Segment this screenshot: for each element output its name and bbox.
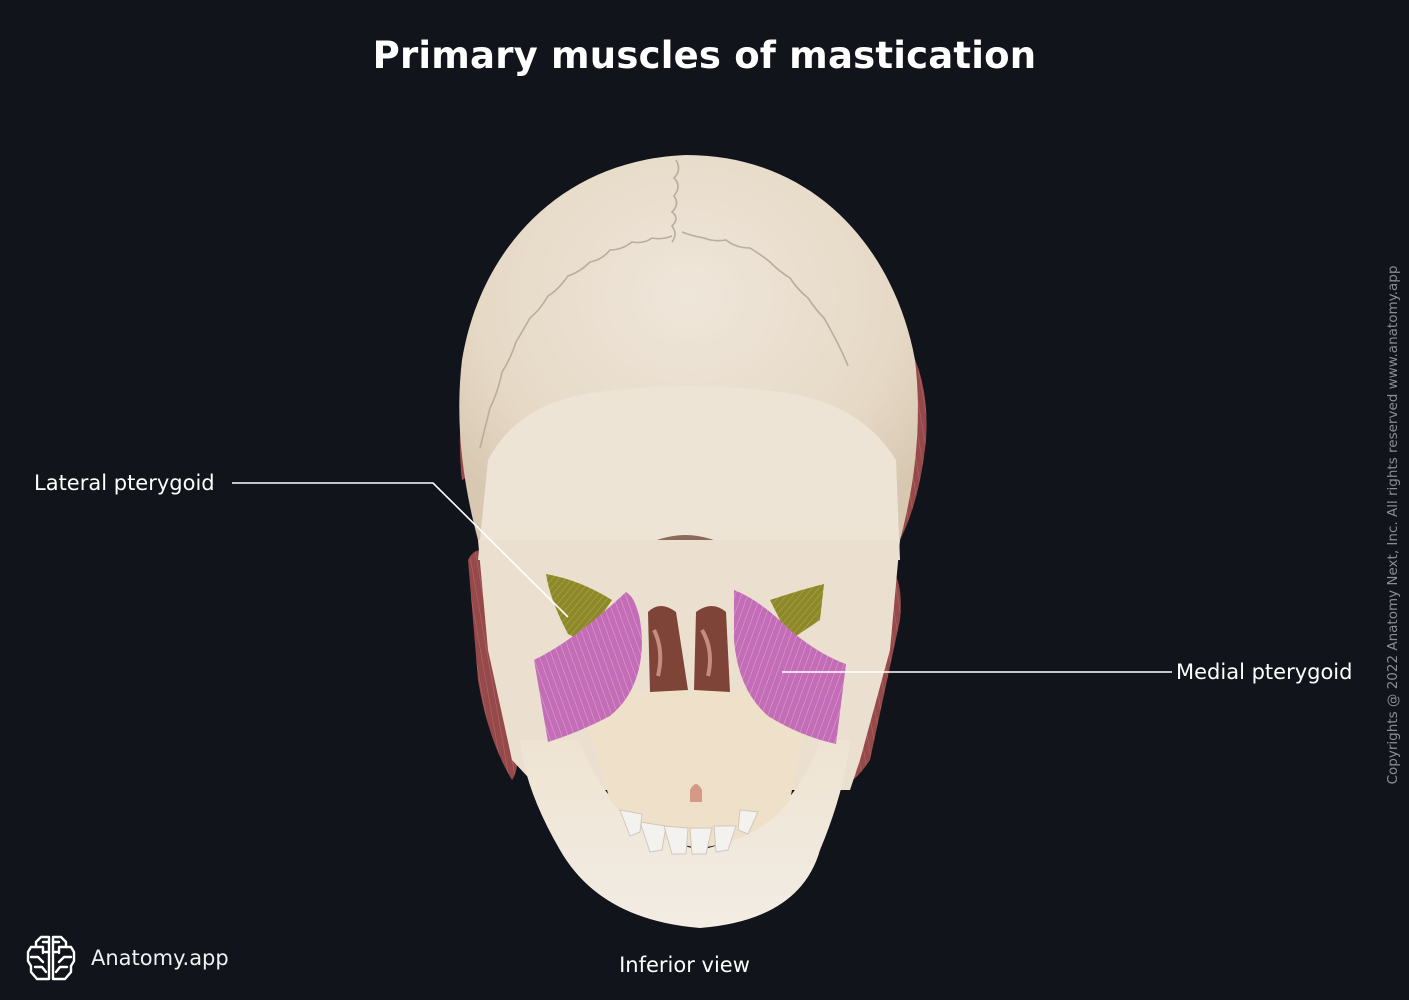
- brand-logo: Anatomy.app: [25, 934, 229, 982]
- view-caption: Inferior view: [619, 953, 750, 977]
- left-medial-pterygoid: [534, 592, 642, 742]
- left-lateral-pterygoid: [546, 574, 612, 640]
- copyright-notice: Copyrights @ 2022 Anatomy Next, Inc. All…: [1385, 265, 1401, 785]
- brain-icon: [26, 935, 76, 981]
- sagittal-suture: [670, 159, 680, 243]
- right-medial-pterygoid: [734, 590, 846, 744]
- page-title: Primary muscles of mastication: [372, 34, 1037, 77]
- occipital-base: [478, 386, 900, 560]
- label-lateral-pterygoid: Lateral pterygoid: [34, 471, 215, 495]
- right-choana: [694, 606, 730, 692]
- lateral-pterygoid-leader-line: [232, 482, 569, 618]
- palate: [580, 690, 810, 848]
- mandible: [520, 740, 850, 928]
- incisive-papilla: [690, 784, 702, 802]
- teeth: [619, 809, 759, 855]
- label-medial-pterygoid: Medial pterygoid: [1176, 660, 1353, 684]
- lambdoid-suture-right: [681, 231, 849, 367]
- brand-name: Anatomy.app: [91, 946, 229, 970]
- lambdoid-suture-left: [479, 235, 673, 449]
